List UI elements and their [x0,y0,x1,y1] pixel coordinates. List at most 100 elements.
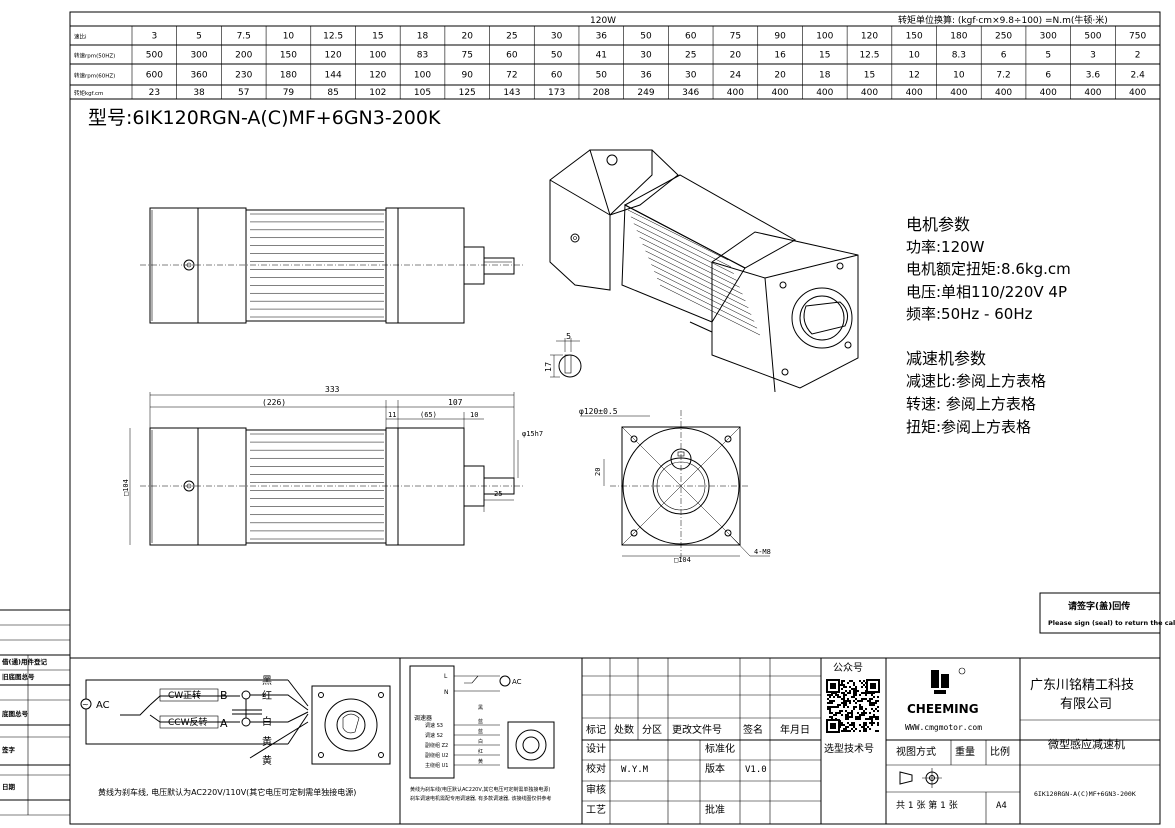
spec-cell: 6 [1001,51,1007,61]
spec-cell: 5 [196,32,202,42]
ac-symbol: ~ [82,700,89,709]
ctrl-wire: 白 [478,738,483,745]
spec-cell: 25 [685,51,696,61]
wire-white: 白 [262,715,272,728]
spec-row-label: 转矩kgf.cm [74,89,103,97]
ctrl-ac-label: AC [512,678,522,686]
tb-version: V1.0 [745,765,767,775]
strip-label: 借(通)用件登记 [1,657,47,666]
spec-cell: 173 [548,88,565,98]
dim-front-square: □104 [674,556,691,564]
tb-h-date: 年月日 [780,723,810,736]
spec-unit-note: 转矩单位换算: (kgf·cm×9.8÷100) =N.m(牛顿·米) [898,14,1108,26]
tb-weight: 重量 [955,745,975,758]
spec-cell: 38 [193,88,205,98]
spec-cell: 18 [819,71,831,81]
tb-h-file: 更改文件号 [672,723,722,736]
ccw-label: CCW反转 [168,716,207,728]
spec-cell: 72 [506,71,517,81]
spec-cell: 200 [235,51,252,61]
spec-cell: 30 [551,32,563,42]
spec-row-label: 转速rpm(60HZ) [74,72,115,80]
dim-total-length: 333 [325,385,340,394]
title-block: 标记 处数 分区 更改文件号 签名 年月日 设计 校对 审核 工艺 标准化 版本… [581,657,1160,824]
dim-key-width: 5 [566,332,571,341]
spec-cell: 60 [551,71,563,81]
spec-cell: 75 [461,51,472,61]
motor-dimension-view: 333 (226) 107 11 (65) 10 25 φ15h7 □104 [122,385,543,546]
spec-cell: 3 [1090,51,1096,61]
tb-craft: 工艺 [586,804,606,816]
spec-cell: 24 [730,71,742,81]
spec-cell: 120 [369,71,386,81]
gearbox-front-view: φ120±0.5 20 □104 4-M8 [579,407,771,564]
spec-cell: 20 [730,51,742,61]
spec-cell: 400 [906,88,923,98]
dim-25: 25 [494,490,502,498]
spec-cell: 83 [417,51,428,61]
cw-label: CW正转 [168,689,201,701]
spec-cell: 16 [774,51,786,61]
spec-cell: 400 [816,88,833,98]
spec-cell: 105 [414,88,431,98]
tb-product: 微型感应减速机 [1048,737,1125,751]
tb-h-count: 处数 [614,723,634,736]
tb-view: 视图方式 [896,745,936,758]
spec-cell: 500 [1084,32,1101,42]
wiring-note: 黄线为刹车线, 电压默认为AC220V/110V(其它电压可定制需单独接电源) [98,787,356,797]
tb-h-mark: 标记 [586,724,606,736]
ctrl-row: 主绕组 U1 [425,762,448,769]
gear-param-line: 扭矩:参阅上方表格 [906,418,1031,436]
spec-cell: 23 [149,88,160,98]
spec-cell: 7.2 [996,71,1010,81]
tb-approve: 批准 [705,803,725,816]
qr-code [826,679,880,733]
ctrl-wire: 黄 [478,758,483,765]
spec-cell: 12.5 [859,51,879,61]
spec-cell: 400 [727,88,744,98]
spec-cell: 360 [190,71,207,81]
spec-cell: 500 [146,51,163,61]
spec-cell: 3 [151,32,157,42]
tb-checker: W.Y.M [621,765,649,775]
spec-cell: 8.3 [952,51,966,61]
wire-yellow-brake: 黄 [262,754,272,767]
spec-cell: 41 [596,51,607,61]
ctrl-note-2: 刹车调速电机需配专用调速器, 有多款调速器, 该接线图仅供参考 [410,795,551,802]
strip-label: 签字 [1,745,16,754]
dim-11: 11 [388,411,396,419]
tb-company-1: 广东川铭精工科技 [1030,678,1134,693]
spec-cell: 75 [730,32,741,42]
spec-cell: 400 [950,88,967,98]
ctrl-note-1: 黄线为刹车线(电压默认AC220V,其它电压可定制需单独接电源) [410,786,550,793]
spec-cell: 150 [906,32,923,42]
controller-wiring-diagram: L N 调速器 调速 S3 调速 S2 副绕组 Z2 副绕组 U2 主绕组 U1… [409,665,555,802]
dim-65: (65) [420,411,437,419]
tb-standard: 标准化 [705,742,735,755]
spec-cell: 85 [327,88,338,98]
spec-cell: 15 [819,51,830,61]
spec-cell: 18 [417,32,429,42]
ctrl-wire: 蓝 [478,728,483,735]
spec-cell: 3.6 [1086,71,1101,81]
spec-cell: 300 [1040,32,1057,42]
wire-yellow: 黄 [262,735,272,748]
spec-cell: 208 [593,88,610,98]
spec-cell: 12 [908,71,919,81]
dim-shaft-diameter: φ15h7 [522,430,543,438]
controller-side-label: 调速器 [414,714,432,722]
dim-key-height: 17 [544,362,553,372]
dim-motor-body: (226) [262,398,286,407]
spec-cell: 15 [864,71,875,81]
spec-row-label: 速比i [74,33,87,41]
spec-cell: 12.5 [323,32,343,42]
stamp-cn: 请签字(盖)回传 [1068,600,1130,612]
stamp-en: Please sign (seal) to return the call [1048,619,1175,627]
spec-cell: 79 [283,88,295,98]
tb-design: 设计 [586,742,606,755]
spec-cell: 102 [369,88,386,98]
wiring-diagram: ~ AC CW正转 CCW反转 B A 黑 红 白 黄 黄 黄 [70,657,582,824]
spec-row-label: 转速rpm(50HZ) [74,52,115,60]
tb-sheets: 共 1 张 第 1 张 [896,799,958,811]
left-registration-strip: 借(通)用件登记 旧底图总号 底图总号 签字 日期 [0,609,70,816]
